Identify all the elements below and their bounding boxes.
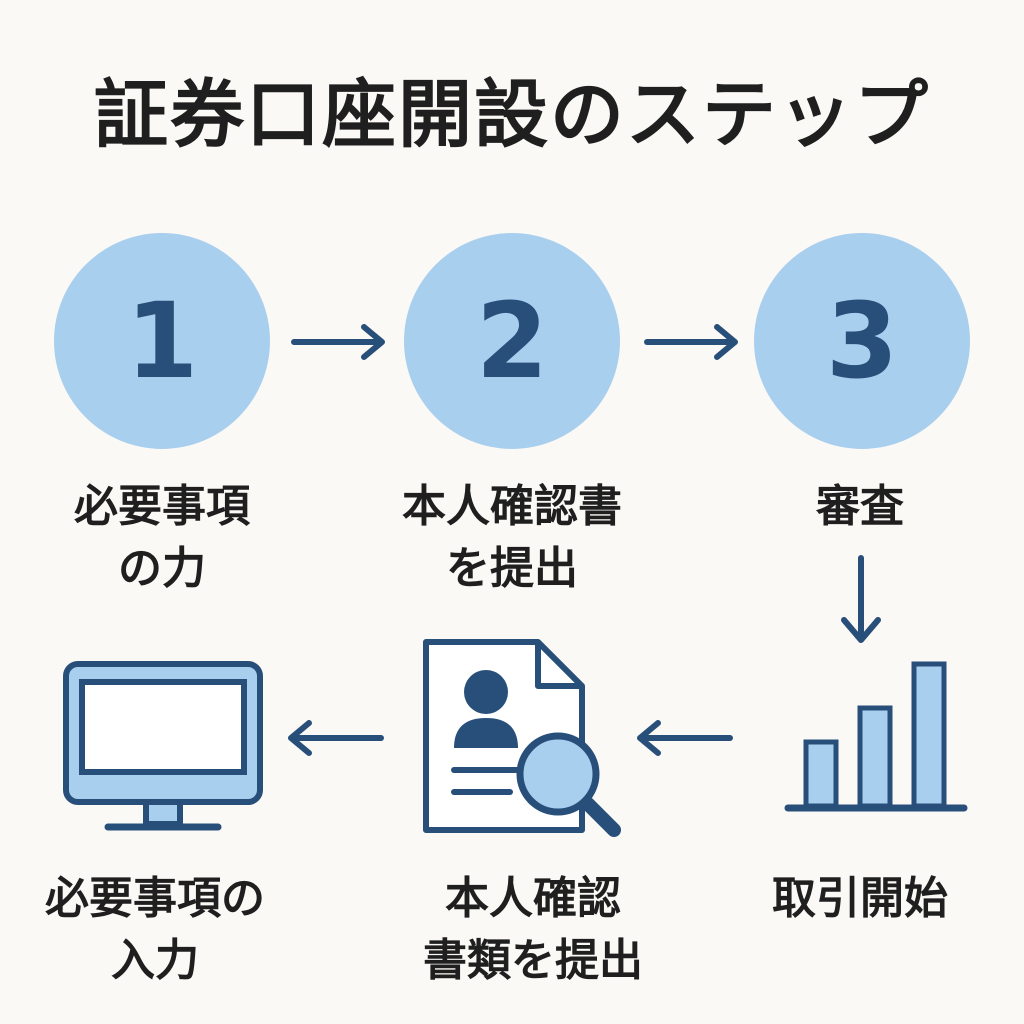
bottom-step-2-label-line-2: 書類を提出	[423, 935, 643, 986]
monitor-icon	[63, 661, 263, 831]
arrow-right-icon	[291, 324, 385, 360]
bottom-step-2-label: 本人確認 書類を提出	[378, 868, 688, 992]
step-2-label-line-2: を提出	[446, 543, 578, 594]
bottom-step-1-label-line-1: 必要事項の	[45, 873, 265, 924]
arrow-down-icon	[841, 555, 881, 643]
bottom-step-2-label-line-1: 本人確認	[445, 873, 621, 924]
bottom-step-3-label: 取引開始	[730, 868, 990, 930]
step-3-circle: 3	[754, 233, 970, 449]
step-1-label-line-2: の力	[118, 543, 206, 594]
arrow-left-icon	[288, 720, 384, 756]
step-3-label: 審査	[730, 476, 990, 538]
bar-chart-icon	[784, 661, 968, 812]
step-2-label-line-1: 本人確認書	[402, 481, 622, 532]
bottom-step-1-label: 必要事項の 入力	[0, 868, 310, 992]
step-3-number: 3	[825, 280, 899, 402]
bottom-step-1-label-line-2: 入力	[111, 935, 199, 986]
step-1-number: 1	[125, 280, 199, 402]
arrow-left-icon	[637, 720, 733, 756]
step-2-label: 本人確認書 を提出	[362, 476, 662, 600]
document-search-icon	[423, 639, 621, 837]
step-2-number: 2	[475, 280, 549, 402]
page-title: 証券口座開設のステップ	[94, 72, 930, 158]
step-1-label-line-1: 必要事項	[74, 481, 250, 532]
bottom-step-3-label-line-1: 取引開始	[772, 873, 948, 924]
step-1-circle: 1	[54, 233, 270, 449]
arrow-right-icon	[644, 324, 738, 360]
step-1-label: 必要事項 の力	[12, 476, 312, 600]
step-2-circle: 2	[404, 233, 620, 449]
step-3-label-line-1: 審査	[816, 481, 904, 532]
